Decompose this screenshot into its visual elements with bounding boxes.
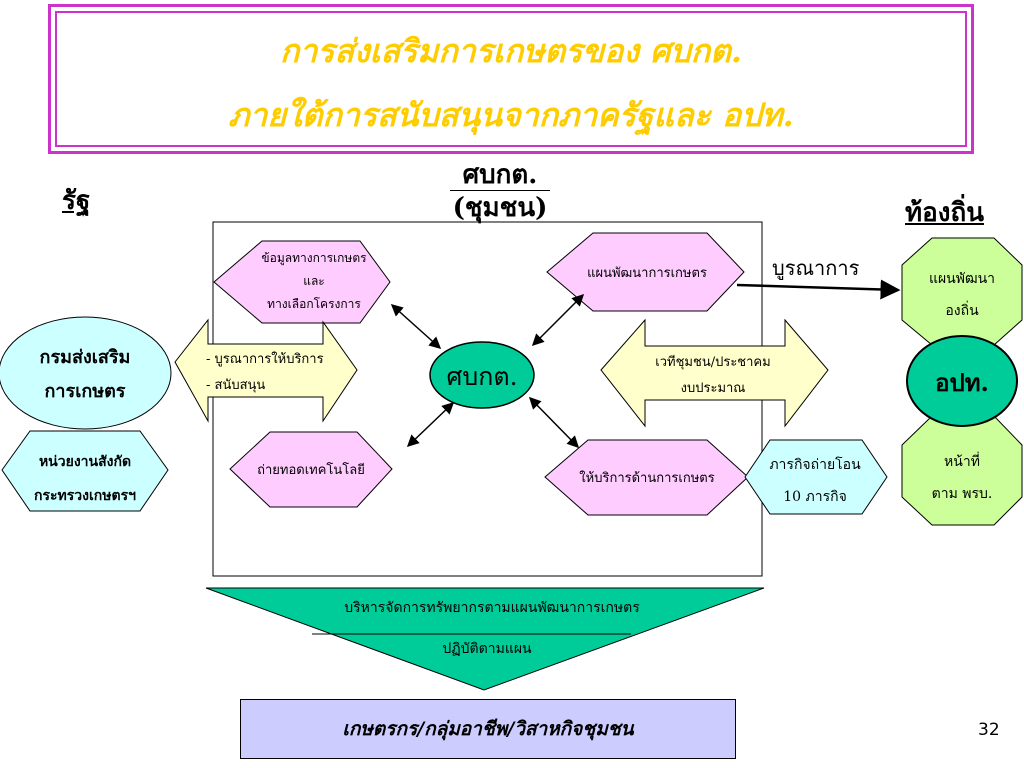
page-number: 32	[978, 720, 1000, 740]
funnel-line1: บริหารจัดการทรัพยากรตามแผนพัฒนาการเกษตร	[344, 600, 640, 616]
dept-ellipse	[0, 316, 172, 430]
plan-hexagon-label: แผนพัฒนาการเกษตร	[587, 266, 707, 281]
heading-state: รัฐ	[62, 186, 91, 216]
duty-octagon	[901, 415, 1023, 526]
heading-center-line2: (ชุมชน)	[452, 193, 548, 223]
data-hexagon-line2: และ	[303, 274, 325, 288]
support-arrow	[174, 318, 358, 423]
agency-hexagon	[1, 430, 169, 512]
heading-local: ท้องถิ่น	[905, 198, 984, 228]
connector-data-center	[390, 303, 442, 350]
title-frame	[48, 4, 974, 154]
farmers-box: เกษตรกร/กลุ่มอาชีพ/วิสาหกิจชุมชน	[240, 699, 736, 759]
tech-hexagon	[229, 431, 393, 508]
funnel-line2: ปฏิบัติตามแผน	[442, 641, 532, 657]
local-plan-line1: แผนพัฒนา	[929, 271, 995, 287]
heading-center-line1: ศบกต.	[462, 160, 538, 190]
data-hexagon-line1: ข้อมูลทางการเกษตร	[261, 251, 367, 266]
connector-center-tech	[406, 401, 455, 448]
center-ellipse	[429, 341, 535, 409]
mission-hexagon	[744, 439, 888, 515]
integration-arrow	[736, 279, 901, 300]
funnel-triangle	[205, 587, 765, 691]
mission-hexagon-line2: 10 ภารกิจ	[783, 489, 847, 505]
duty-line2: ตาม พรบ.	[932, 486, 993, 502]
agency-hexagon-line2: กระทรวงเกษตรฯ	[34, 488, 136, 504]
opt-ellipse	[906, 335, 1018, 427]
dept-ellipse-line1: กรมส่งเสริม	[40, 347, 131, 368]
integration-label: บูรณาการ	[772, 256, 860, 281]
forum-arrow-line1: เวทีชุมชน/ประชาคม	[655, 354, 770, 370]
data-hexagon	[213, 240, 391, 324]
duty-line1: หน้าที่	[944, 452, 980, 470]
center-ellipse-label: ศบกต.	[446, 362, 517, 391]
title-line-1: การส่งเสริมการเกษตรของ ศบกต.	[279, 32, 743, 70]
forum-arrow-line2: งบประมาณ	[681, 381, 746, 396]
heading-center-underline	[450, 190, 550, 191]
local-plan-octagon	[901, 237, 1023, 346]
support-arrow-line2: - สนับสนุน	[206, 378, 265, 393]
plan-hexagon	[546, 232, 745, 312]
opt-ellipse-label: อปท.	[935, 368, 989, 397]
forum-arrow	[600, 318, 829, 428]
service-hexagon-label: ให้บริการด้านการเกษตร	[579, 470, 714, 486]
dept-ellipse-line2: การเกษตร	[45, 381, 126, 402]
support-arrow-line1: - บูรณาการให้บริการ	[206, 351, 324, 367]
mission-hexagon-line1: ภารกิจถ่ายโอน	[769, 456, 861, 473]
agency-hexagon-line1: หน่วยงานสังกัด	[39, 454, 131, 470]
local-plan-line2: องถิ่น	[945, 301, 979, 319]
tech-hexagon-label: ถ่ายทอดเทคโนโลยี	[257, 462, 365, 478]
connector-center-service	[528, 396, 580, 449]
title-line-2: ภายใต้การสนับสนุนจากภาครัฐและ อปท.	[228, 96, 794, 134]
data-hexagon-line3: ทางเลือกโครงการ	[267, 297, 361, 311]
connector-plan-center	[531, 293, 585, 347]
